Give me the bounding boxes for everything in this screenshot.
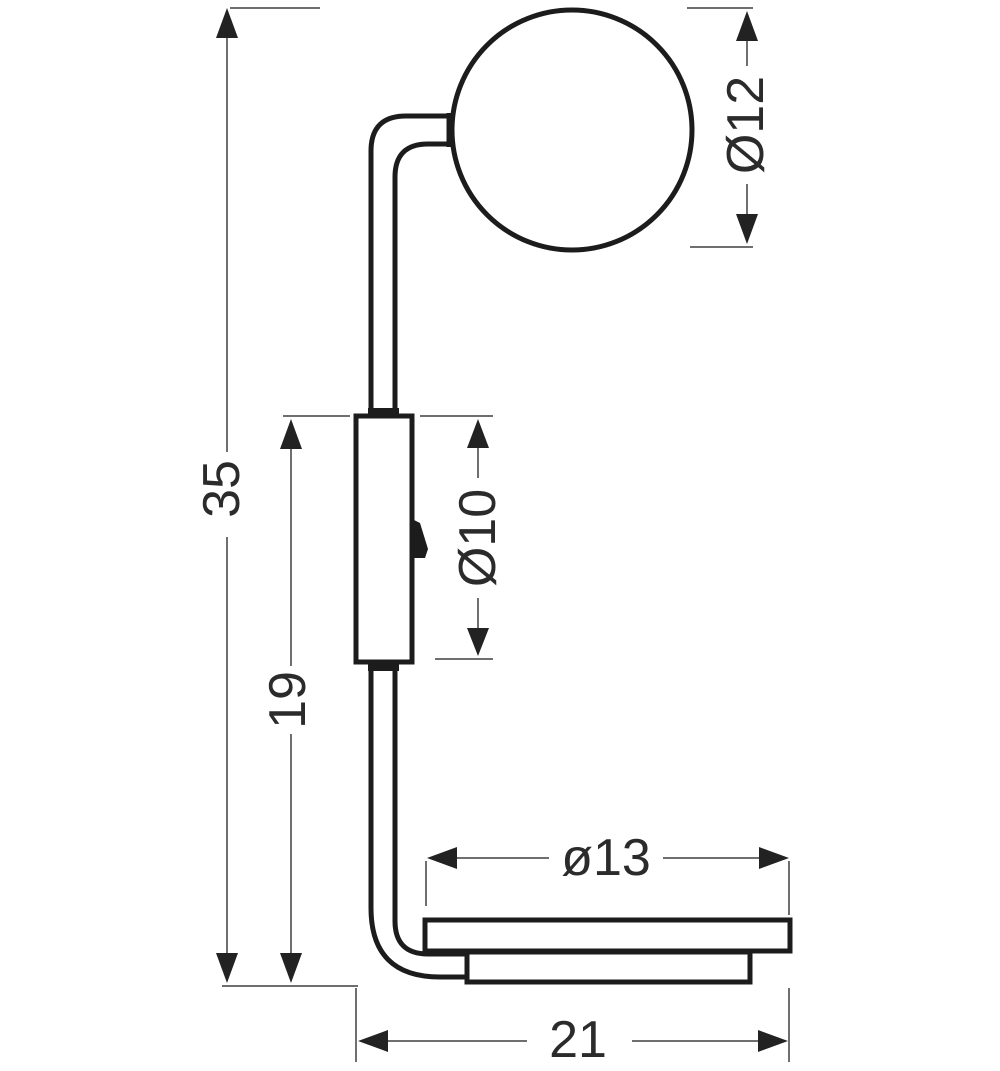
- arrow-down-icon: [216, 953, 238, 983]
- label-lower-height: 19: [259, 671, 317, 729]
- arrow-down-icon: [280, 953, 302, 983]
- arrow-right-icon: [758, 1030, 788, 1052]
- label-plate-diameter: ø13: [561, 829, 651, 887]
- globe-shade: [446, 7, 695, 253]
- arrow-left-icon: [427, 847, 457, 869]
- arrow-up-icon: [736, 11, 758, 41]
- arrow-up-icon: [467, 419, 489, 448]
- dim-lower-height: 19: [222, 415, 358, 987]
- body-bottom-collar: [368, 661, 399, 671]
- label-body-diameter: Ø10: [449, 489, 507, 587]
- lower-stem-tube: [368, 669, 470, 980]
- base-plate-upper: [422, 917, 793, 954]
- lamp-outline: [353, 7, 793, 985]
- label-base-width: 21: [549, 1011, 607, 1069]
- arrow-up-icon: [216, 8, 238, 38]
- base-plates: [422, 917, 793, 985]
- dim-globe-diameter: Ø12: [687, 7, 775, 248]
- dim-total-height: 35: [193, 7, 320, 983]
- arrow-down-icon: [467, 628, 489, 656]
- arrow-up-icon: [280, 419, 302, 449]
- label-total-height: 35: [193, 460, 251, 518]
- label-globe-diameter: Ø12: [717, 76, 775, 174]
- dim-plate-diameter: ø13: [425, 829, 790, 915]
- upper-arm-tube: [368, 113, 452, 412]
- arrow-down-icon: [736, 214, 758, 244]
- dim-base-width: 21: [355, 988, 790, 1069]
- dim-body-diameter: Ø10: [420, 415, 507, 660]
- body-top-collar: [368, 408, 399, 418]
- switch-knob: [412, 519, 428, 558]
- arrow-left-icon: [358, 1030, 388, 1052]
- arrow-right-icon: [759, 847, 789, 869]
- switch-body: [353, 408, 428, 671]
- base-plate-lower: [464, 949, 753, 985]
